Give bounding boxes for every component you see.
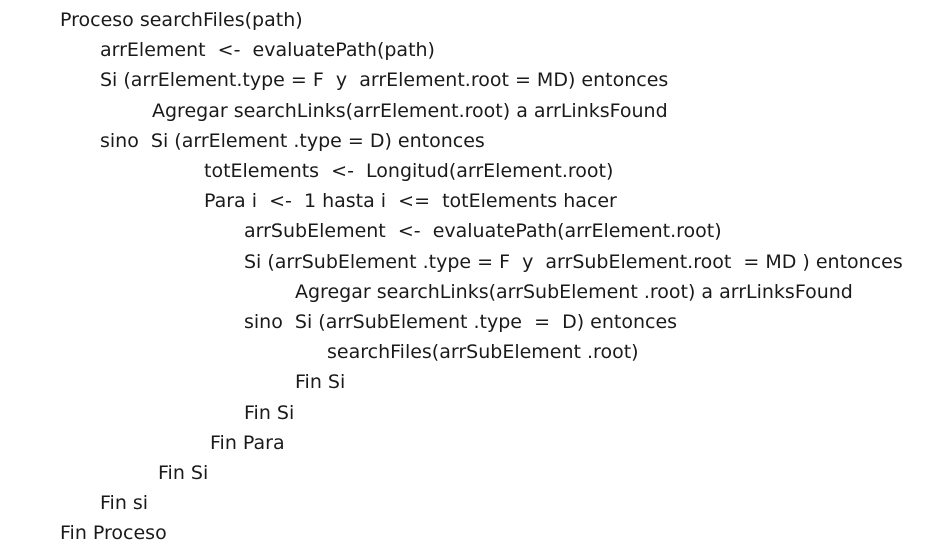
code-line-if-file: Si (arrElement.type = F y arrElement.roo… [100,69,669,91]
code-line-end-proceso: Fin Proceso [60,522,167,544]
code-line-end-if-outer: Fin si [100,492,149,514]
code-line-add-sub-links: Agregar searchLinks(arrSubElement .root)… [295,281,853,303]
code-line-end-if-inner: Fin Si [295,371,346,393]
code-line-evaluate-sub-path: arrSubElement <- evaluatePath(arrElement… [244,220,722,242]
code-line-else-if-directory: sino Si (arrElement .type = D) entonces [100,130,485,152]
code-line-end-for: Fin Para [210,432,285,454]
code-line-total-elements: totElements <- Longitud(arrElement.root) [204,160,614,182]
code-line-end-if-sub: Fin Si [244,402,295,424]
code-line-end-if-directory: Fin Si [158,462,209,484]
code-line-else-if-sub-dir: sino Si (arrSubElement .type = D) entonc… [244,311,678,333]
code-line-add-links: Agregar searchLinks(arrElement.root) a a… [152,100,668,122]
code-line-for-loop: Para i <- 1 hasta i <= totElements hacer [204,190,617,212]
code-line-evaluate-path: arrElement <- evaluatePath(path) [100,39,435,61]
code-line-proceso-header: Proceso searchFiles(path) [60,9,303,31]
code-line-recursive-call: searchFiles(arrSubElement .root) [327,341,639,363]
code-line-if-sub-file: Si (arrSubElement .type = F y arrSubElem… [244,251,903,273]
